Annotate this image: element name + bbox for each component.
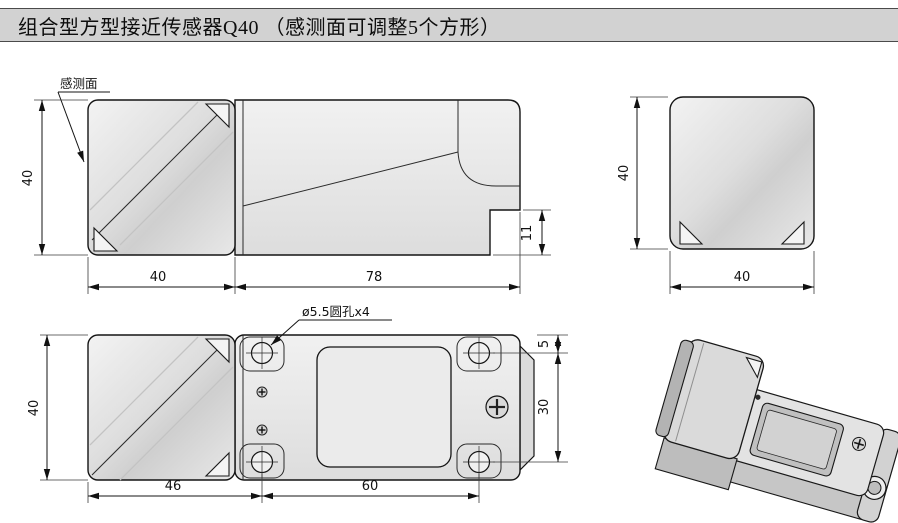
top-sensing-head	[87, 334, 236, 481]
adjustment-screw-icon	[256, 386, 268, 398]
corner-mark-icon	[93, 226, 119, 252]
dim-front-height: 40	[617, 165, 632, 182]
hole-note-label: ø5.5圆孔x4	[302, 304, 370, 319]
dim-body-length: 78	[366, 270, 383, 285]
dim-head-length: 40	[150, 270, 167, 285]
dim-front-width: 40	[734, 270, 751, 285]
mounting-hole	[463, 446, 495, 478]
sensing-face-callout: 感测面	[57, 76, 110, 163]
corner-mark-icon	[679, 220, 704, 245]
corner-mark-icon	[745, 356, 763, 379]
page-title: 组合型方型接近传感器Q40 （感测面可调整5个方形）	[18, 16, 501, 39]
iso-head-face	[655, 339, 694, 438]
dim-edge-to-hole-x: 46	[165, 479, 182, 494]
front-face	[669, 96, 815, 250]
iso-screw-icon	[851, 436, 866, 451]
corner-mark-icon	[204, 103, 230, 129]
connector-end	[519, 344, 535, 472]
cover-screw-icon	[485, 395, 509, 419]
top-view: ø5.5圆孔x4 40 46 60 5 30	[27, 304, 568, 503]
title-bar: 组合型方型接近传感器Q40 （感测面可调整5个方形）	[0, 8, 898, 42]
dim-hole-pitch-y: 30	[537, 399, 552, 416]
mounting-hole	[246, 446, 278, 478]
sensing-window	[316, 346, 452, 468]
corner-mark-icon	[204, 451, 230, 477]
mounting-hole	[463, 337, 495, 369]
front-view-dimensions: 40 40	[617, 96, 815, 294]
side-sensing-head	[87, 99, 236, 256]
dim-side-height: 40	[21, 170, 36, 187]
mounting-hole	[246, 337, 278, 369]
dim-hole-offset: 5	[537, 340, 552, 348]
top-view-dimensions: 40 46 60 5 30	[27, 334, 568, 503]
corner-mark-icon	[780, 220, 805, 245]
front-view: 40 40	[617, 96, 815, 294]
corner-mark-icon	[204, 338, 230, 364]
dim-top-width: 40	[27, 400, 42, 417]
side-view-dimensions: 40 40 78 11	[21, 99, 551, 294]
side-view: 感测面 40 40 78 11	[21, 76, 551, 294]
sensing-face-label: 感测面	[60, 76, 98, 91]
isometric-view	[654, 339, 898, 523]
dim-step-height: 11	[520, 225, 535, 242]
hole-callout: ø5.5圆孔x4	[270, 304, 392, 346]
dim-hole-pitch-x: 60	[362, 479, 379, 494]
side-body-outline	[234, 99, 521, 256]
iso-led-dot	[755, 394, 761, 400]
adjustment-screw-icon	[256, 424, 268, 436]
